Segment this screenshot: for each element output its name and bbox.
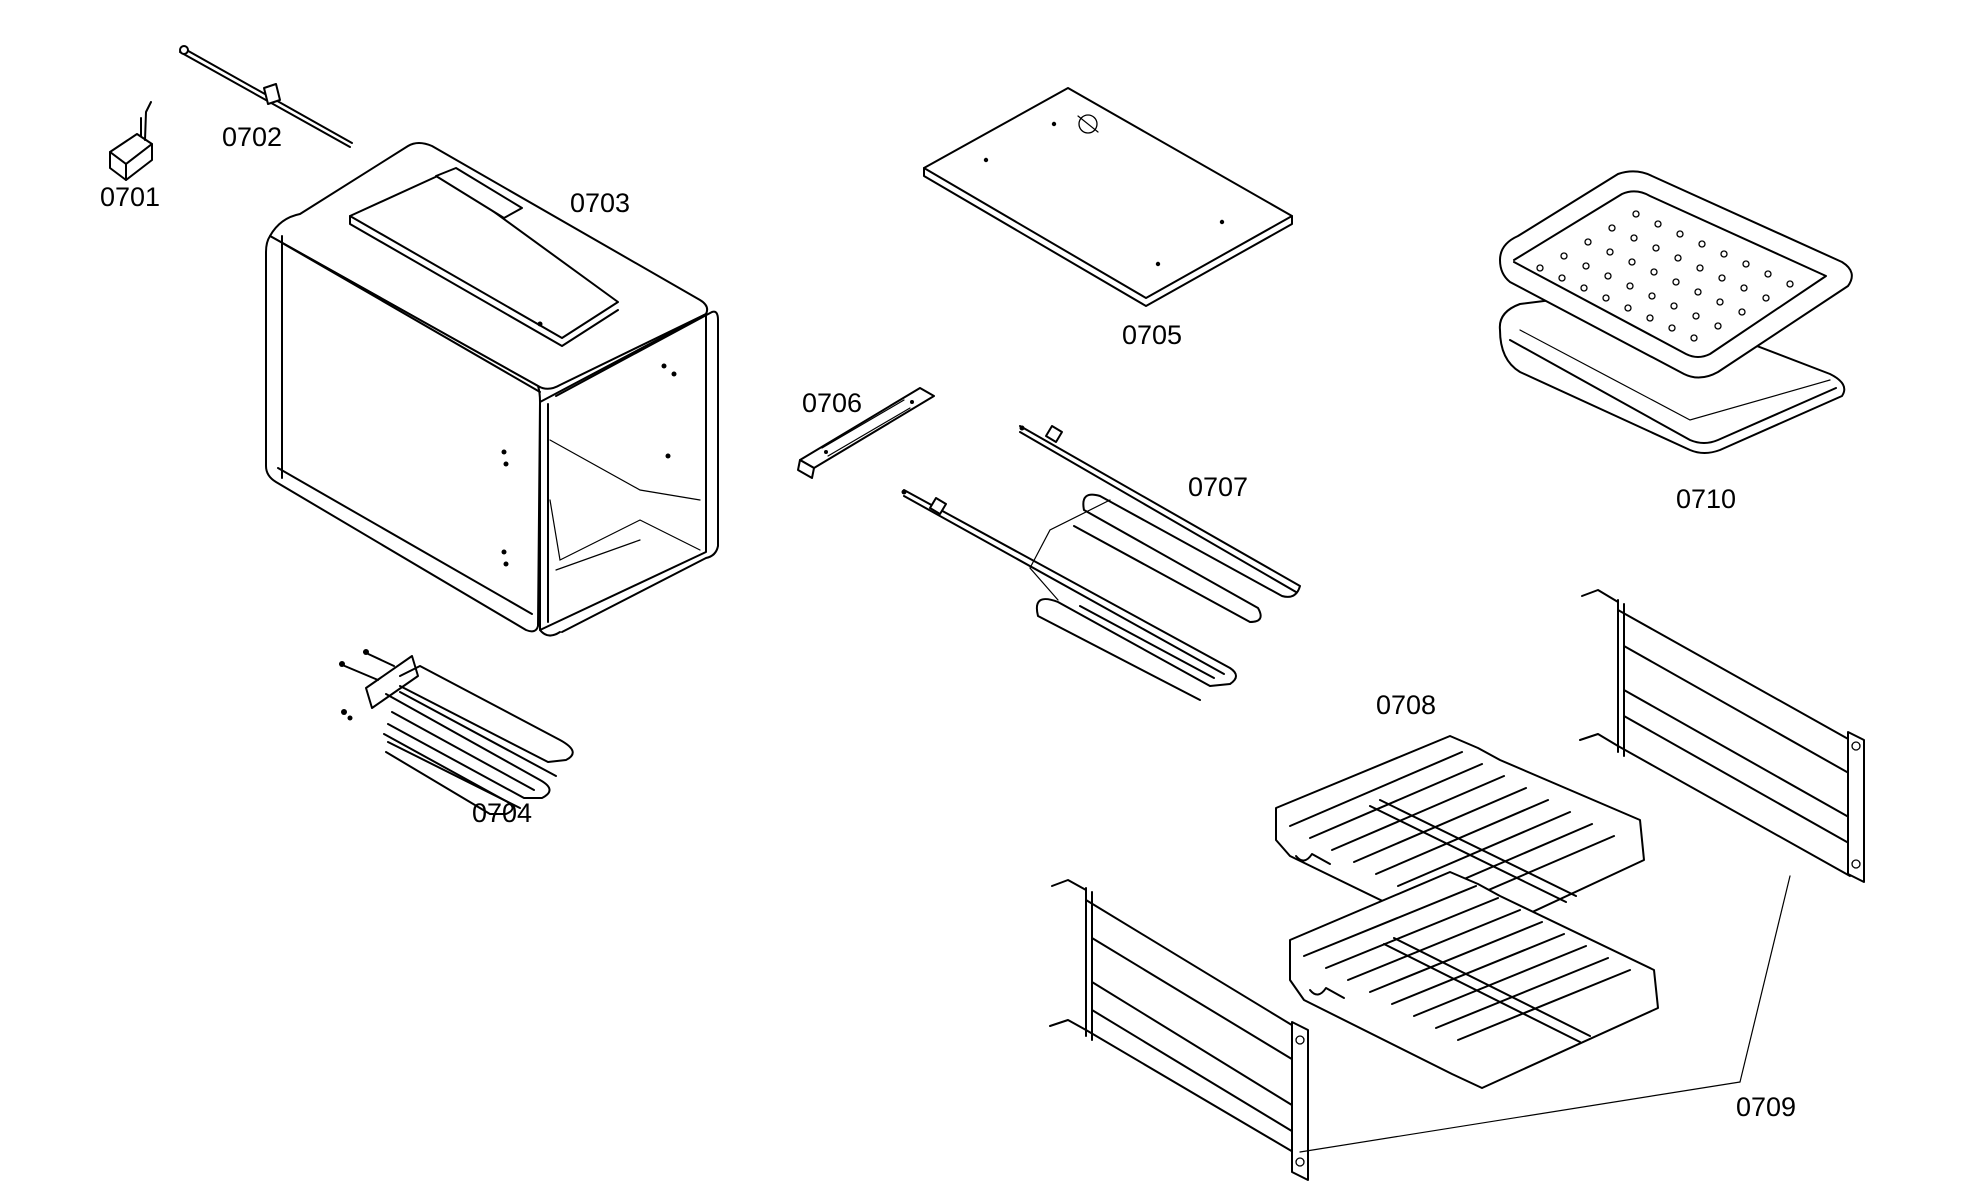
- bracket-strip-icon[interactable]: [797, 387, 935, 479]
- part-label-0708: 0708: [1376, 690, 1436, 720]
- cover-panel-icon[interactable]: [923, 87, 1293, 307]
- part-label-0706: 0706: [802, 388, 862, 418]
- temperature-probe-icon[interactable]: [179, 45, 353, 148]
- part-label-0702: 0702: [222, 122, 282, 152]
- part-label-0703: 0703: [570, 188, 630, 218]
- thermostat-box-icon[interactable]: [109, 101, 153, 181]
- part-label-0701: 0701: [100, 182, 160, 212]
- part-label-0705: 0705: [1122, 320, 1182, 350]
- bottom-heating-element-icon[interactable]: [339, 649, 574, 815]
- oven-rack-icon[interactable]: [1275, 735, 1659, 1089]
- part-label-0709: 0709: [1736, 1092, 1796, 1122]
- part-label-0710: 0710: [1676, 484, 1736, 514]
- perforation-holes: [1536, 210, 1794, 342]
- part-label-0707: 0707: [1188, 472, 1248, 502]
- top-heating-element-icon[interactable]: [901, 425, 1301, 701]
- oven-cavity-icon[interactable]: [265, 142, 719, 637]
- rack-side-runner-icon[interactable]: [1049, 589, 1865, 1181]
- part-label-0704: 0704: [472, 798, 532, 828]
- broil-pan-icon[interactable]: [1498, 170, 1853, 454]
